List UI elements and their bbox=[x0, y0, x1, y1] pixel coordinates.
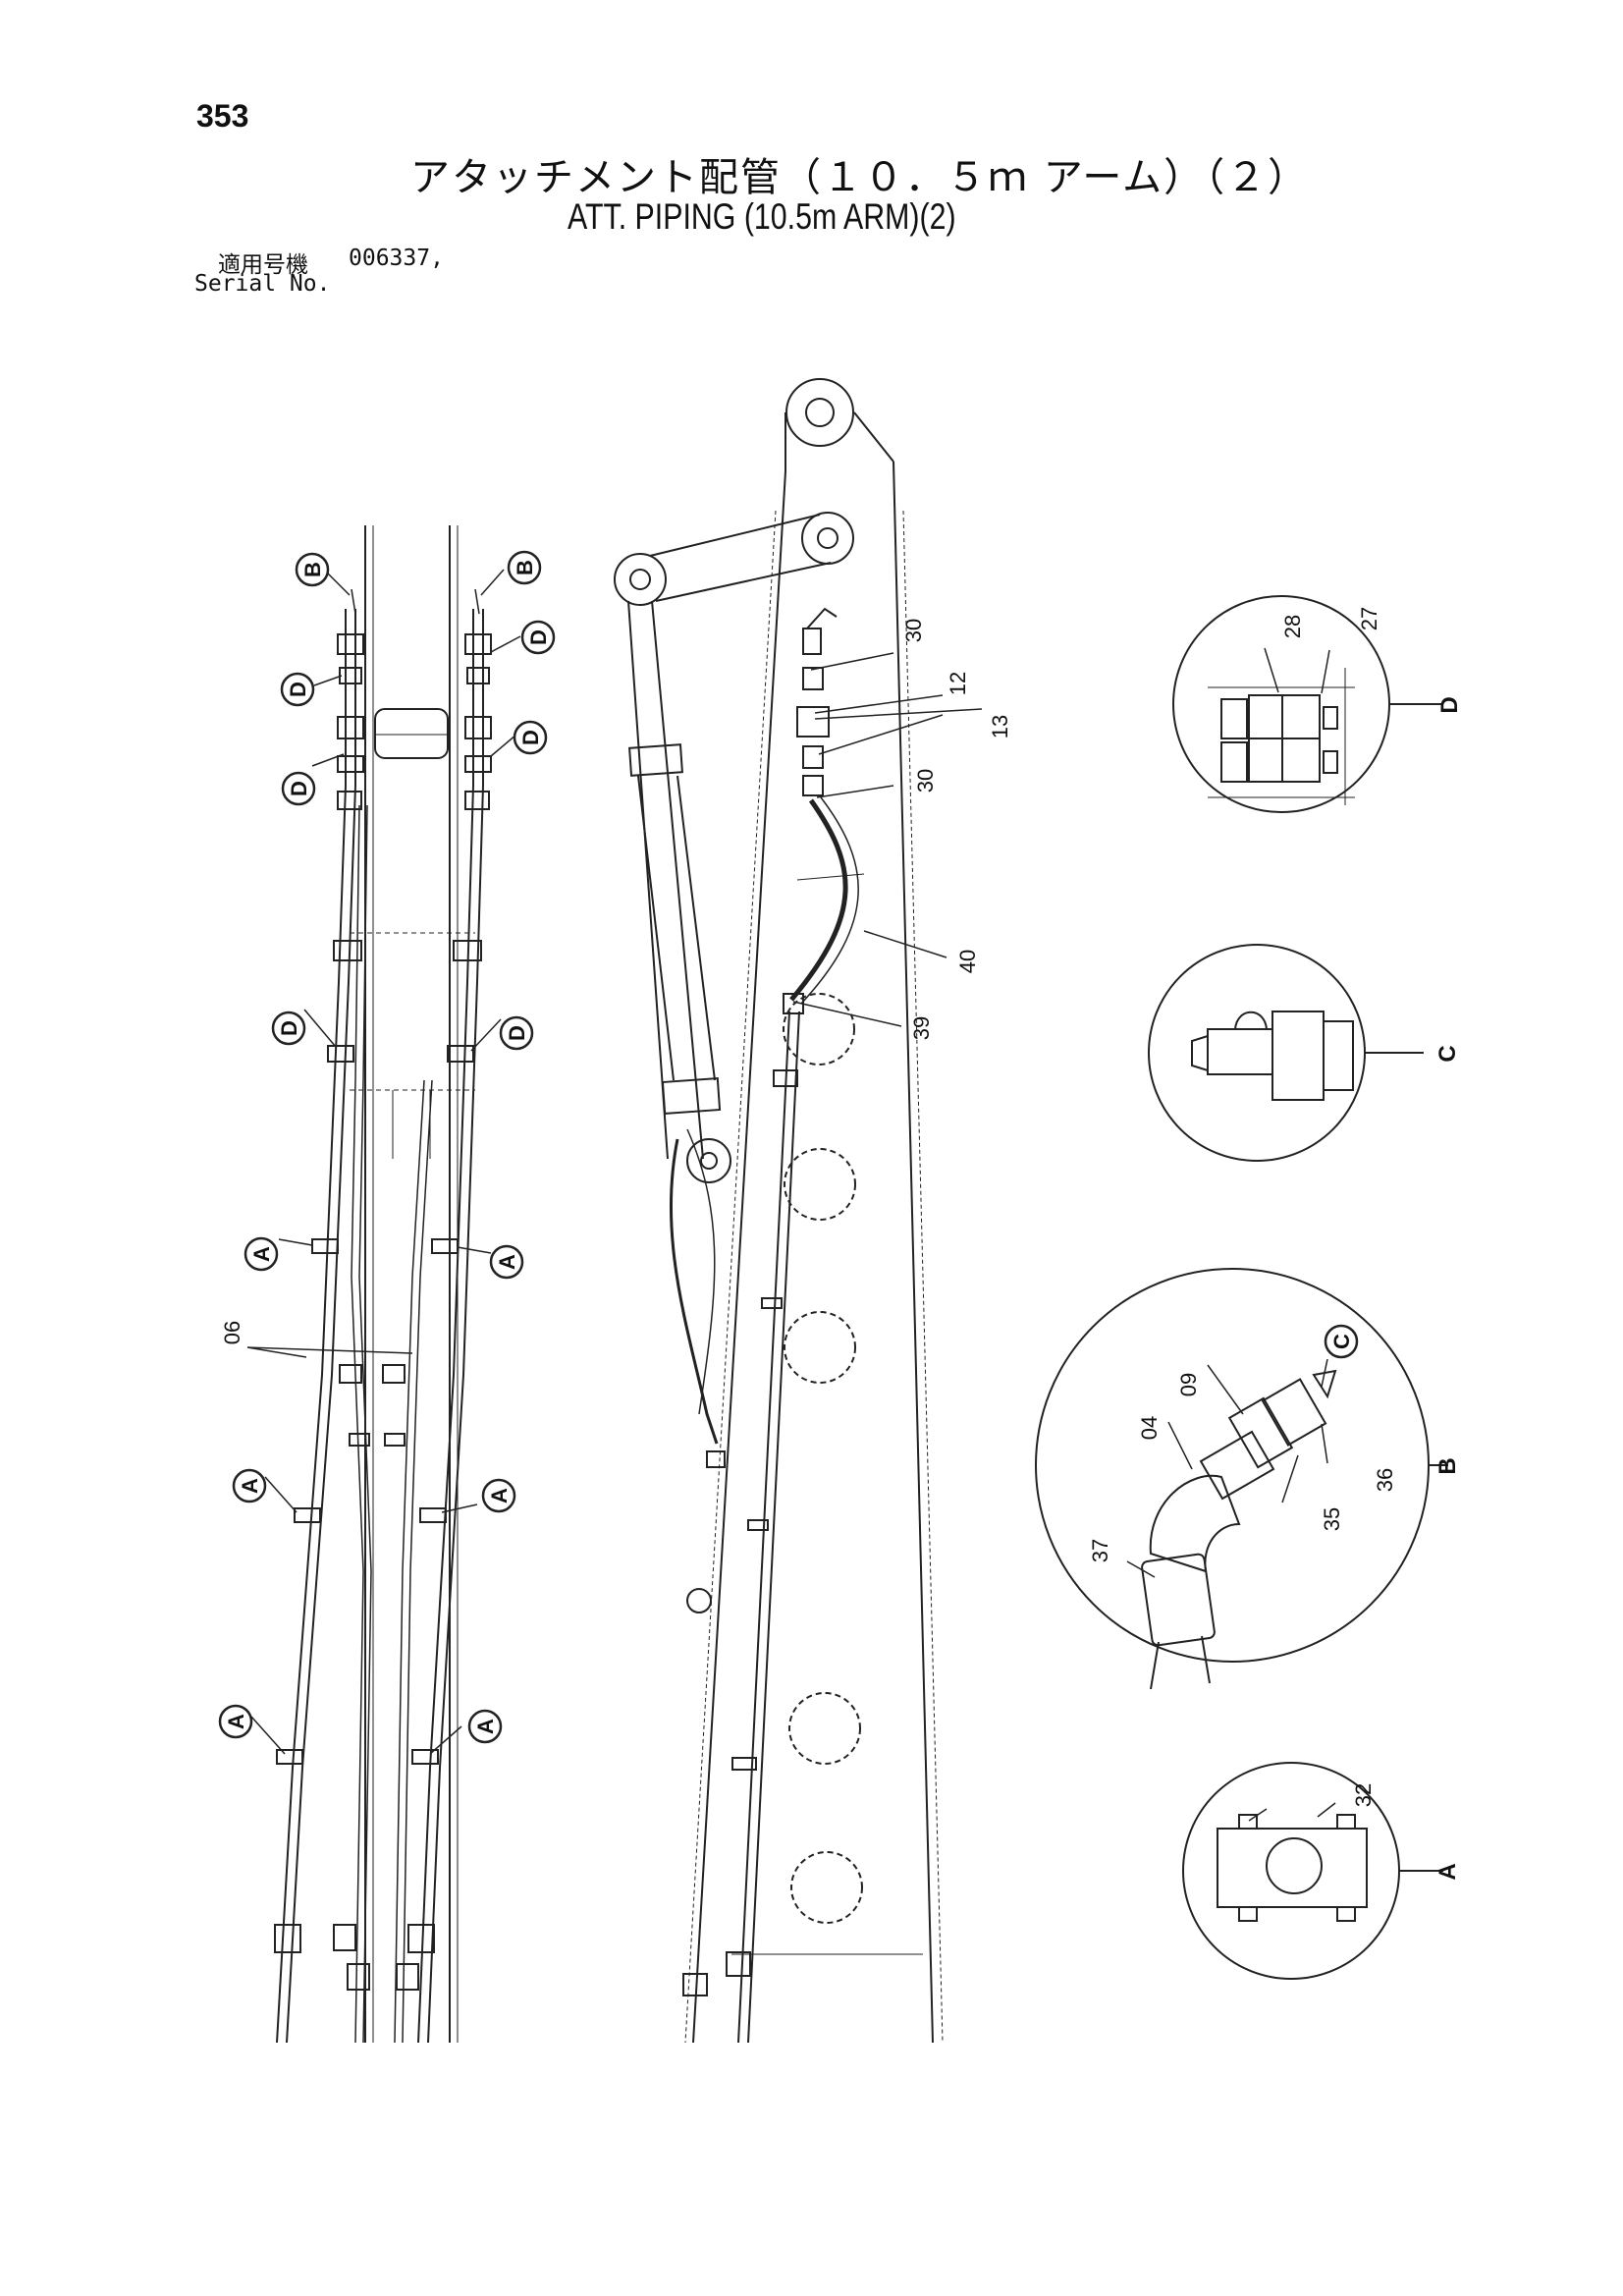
callout-letters: B D D D A A A B D D D A A A C bbox=[224, 560, 1354, 1734]
detail-label-c: C bbox=[1434, 1045, 1461, 1062]
detail-a-view bbox=[1182, 1762, 1443, 1980]
callout-a-left-2: A bbox=[238, 1478, 262, 1494]
callout-d-right-2: D bbox=[518, 730, 543, 745]
part-40: 40 bbox=[955, 950, 980, 973]
part-37: 09 bbox=[1176, 1373, 1201, 1396]
part-06: 06 bbox=[220, 1321, 244, 1344]
left-arm-view bbox=[274, 525, 492, 2044]
title-japanese: アタッチメント配管（１０．５ｍ アーム）（２） bbox=[410, 155, 1310, 200]
detail-b-view bbox=[1035, 1268, 1448, 1690]
part-27: 27 bbox=[1357, 607, 1381, 630]
callout-b-right: B bbox=[513, 560, 537, 575]
part-32: 35 bbox=[1320, 1507, 1344, 1531]
serial-value: 006337, bbox=[349, 246, 444, 271]
callout-d-left-1: D bbox=[286, 682, 310, 697]
part-28: 28 bbox=[1280, 615, 1305, 638]
callout-d-left-3: D bbox=[277, 1020, 301, 1036]
callout-a-right-1: A bbox=[495, 1254, 519, 1270]
callout-b-left: B bbox=[300, 562, 325, 577]
detail-label-d: D bbox=[1436, 696, 1463, 713]
part-36: 04 bbox=[1137, 1416, 1162, 1440]
detail-labels: D C B A bbox=[1434, 696, 1463, 1880]
part-13: 13 bbox=[988, 715, 1012, 738]
part-04: 32 bbox=[1351, 1783, 1376, 1807]
callout-circles bbox=[218, 550, 1359, 1744]
callout-d-left-2: D bbox=[287, 781, 311, 796]
part-12: 12 bbox=[946, 672, 970, 695]
callout-leaders bbox=[250, 569, 1328, 1755]
leader-lines bbox=[246, 588, 1336, 1822]
part-numbers: 06 30 12 13 30 40 39 28 27 09 04 37 35 3… bbox=[220, 607, 1397, 1807]
page-number: 353 bbox=[196, 98, 249, 134]
serial-label-english: Serial No. bbox=[194, 271, 331, 297]
detail-label-b: B bbox=[1434, 1457, 1461, 1474]
callout-a-left-1: A bbox=[249, 1246, 274, 1262]
title-english: ATT. PIPING (10.5m ARM)(2) bbox=[568, 196, 956, 237]
part-30-lower: 30 bbox=[913, 769, 938, 793]
callout-a-left-3: A bbox=[224, 1714, 248, 1729]
callout-c-detail-b: C bbox=[1329, 1334, 1354, 1349]
part-35: 37 bbox=[1088, 1539, 1112, 1562]
callout-a-right-3: A bbox=[473, 1719, 498, 1734]
callout-d-right-1: D bbox=[526, 629, 551, 645]
part-30-top: 30 bbox=[901, 619, 926, 642]
detail-label-a: A bbox=[1434, 1863, 1461, 1880]
part-33: 36 bbox=[1373, 1468, 1397, 1492]
callout-d-right-3: D bbox=[505, 1025, 529, 1041]
part-39: 39 bbox=[909, 1016, 934, 1040]
serial-label-japanese: 適用号機 bbox=[218, 252, 308, 278]
middle-arm-view bbox=[614, 378, 944, 2044]
detail-c-view bbox=[1148, 944, 1424, 1162]
callout-a-right-2: A bbox=[487, 1488, 512, 1503]
detail-d-view bbox=[1172, 595, 1443, 813]
